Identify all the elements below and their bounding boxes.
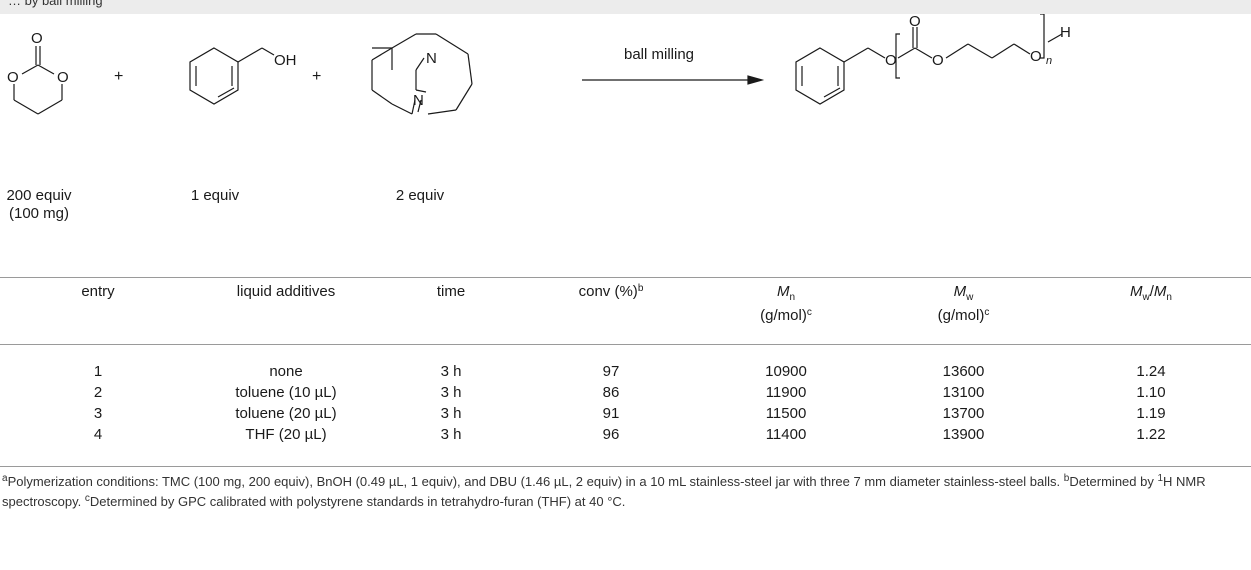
cell-ratio: 1.24 (1136, 363, 1166, 380)
tmc-ring-o-right: O (57, 69, 69, 86)
cell-conv: 86 (602, 384, 620, 401)
header-mw: Mw (g/mol)c (937, 283, 990, 324)
reaction-arrow (582, 75, 765, 85)
header-time: time (436, 283, 466, 300)
dbu-n-top: N (426, 50, 437, 67)
benzyl-alcohol-equiv-label: 1 equiv (190, 187, 240, 204)
cell-additive: toluene (10 µL) (235, 384, 337, 401)
caption-bar: … by ball milling (0, 0, 1251, 14)
tmc-carbonyl-o: O (31, 30, 43, 47)
cell-mn: 11500 (765, 405, 807, 422)
footnote-c-mark: c (84, 493, 90, 504)
product-ester-o: O (885, 52, 897, 69)
benzyl-alcohol-oh: OH (274, 52, 297, 69)
cell-additive: none (269, 363, 303, 380)
polycarbonate-product-structure (795, 14, 1063, 105)
cell-entry: 2 (93, 384, 103, 401)
cell-additive: THF (20 µL) (245, 426, 327, 443)
plus-sign-2: + (312, 68, 322, 85)
cell-mw: 13100 (942, 384, 985, 401)
cell-ratio: 1.10 (1136, 384, 1166, 401)
table-header-rule (0, 344, 1251, 345)
benzyl-alcohol-structure (189, 47, 275, 105)
product-carbonyl-o: O (909, 13, 921, 30)
cell-mw: 13700 (942, 405, 985, 422)
tmc-ring-o-left: O (7, 69, 19, 86)
table-row: 1 none 3 h 97 10900 13600 1.24 (0, 347, 1251, 382)
table-row: 3 toluene (20 µL) 3 h 91 11500 13700 1.1… (0, 403, 1251, 424)
cell-ratio: 1.22 (1136, 426, 1166, 443)
reaction-scheme-drawing (13, 14, 1063, 115)
dbu-structure (371, 33, 473, 115)
reaction-scheme: O O O OH N N O O O O H n + + ball millin… (0, 13, 1251, 264)
cell-mw: 13600 (942, 363, 985, 380)
footnote-b-text: H NMR spectroscopy. (2, 474, 1206, 509)
cell-entry: 3 (93, 405, 103, 422)
product-chain-o: O (932, 52, 944, 69)
footnote-a-text: Polymerization conditions: TMC (100 mg, … (7, 474, 1061, 489)
table-bottom-rule (0, 466, 1251, 467)
table-row: 2 toluene (10 µL) 3 h 86 11900 13100 1.1… (0, 382, 1251, 403)
cell-time: 3 h (440, 405, 462, 422)
cell-mn: 11400 (765, 426, 807, 443)
header-mn: Mn (g/mol)c (760, 283, 812, 324)
tmc-structure (13, 46, 63, 115)
cell-additive: toluene (20 µL) (235, 405, 337, 422)
cell-entry: 4 (93, 426, 103, 443)
table-header-row: entry liquid additives time conv (%)b Mn… (0, 281, 1251, 347)
footnote-a-mark: a (2, 473, 8, 484)
footnote-b-mark: b (1063, 473, 1070, 484)
cell-time: 3 h (440, 426, 462, 443)
header-entry: entry (81, 283, 115, 300)
cell-conv: 96 (602, 426, 620, 443)
tmc-equiv-label: 200 equiv (100 mg) (6, 187, 72, 222)
cell-ratio: 1.19 (1136, 405, 1166, 422)
product-terminal-o: O (1030, 48, 1042, 65)
results-table: entry liquid additives time conv (%)b Mn… (0, 281, 1251, 445)
cell-conv: 97 (602, 363, 620, 380)
cell-mn: 10900 (765, 363, 807, 380)
caption-text: … by ball milling (8, 0, 103, 8)
header-conv: conv (%)b (578, 283, 644, 300)
dbu-n-bottom: N (413, 92, 424, 109)
footnote-c-text: Determined by GPC calibrated with polyst… (89, 494, 626, 509)
cell-mw: 13900 (942, 426, 985, 443)
plus-sign-1: + (114, 68, 124, 85)
header-additives: liquid additives (236, 283, 336, 300)
dbu-equiv-label: 2 equiv (395, 187, 445, 204)
product-terminal-h: H (1060, 24, 1071, 41)
cell-time: 3 h (440, 363, 462, 380)
header-ratio: Mw/Mn (1130, 283, 1172, 303)
cell-mn: 11900 (765, 384, 807, 401)
arrow-label: ball milling (624, 46, 695, 63)
table-top-rule (0, 277, 1251, 278)
cell-conv: 91 (602, 405, 620, 422)
product-repeat-n: n (1046, 55, 1053, 67)
table-footnotes: aPolymerization conditions: TMC (100 mg,… (2, 473, 1206, 509)
table-row: 4 THF (20 µL) 3 h 96 11400 13900 1.22 (0, 424, 1251, 445)
cell-time: 3 h (440, 384, 462, 401)
cell-entry: 1 (93, 363, 103, 380)
